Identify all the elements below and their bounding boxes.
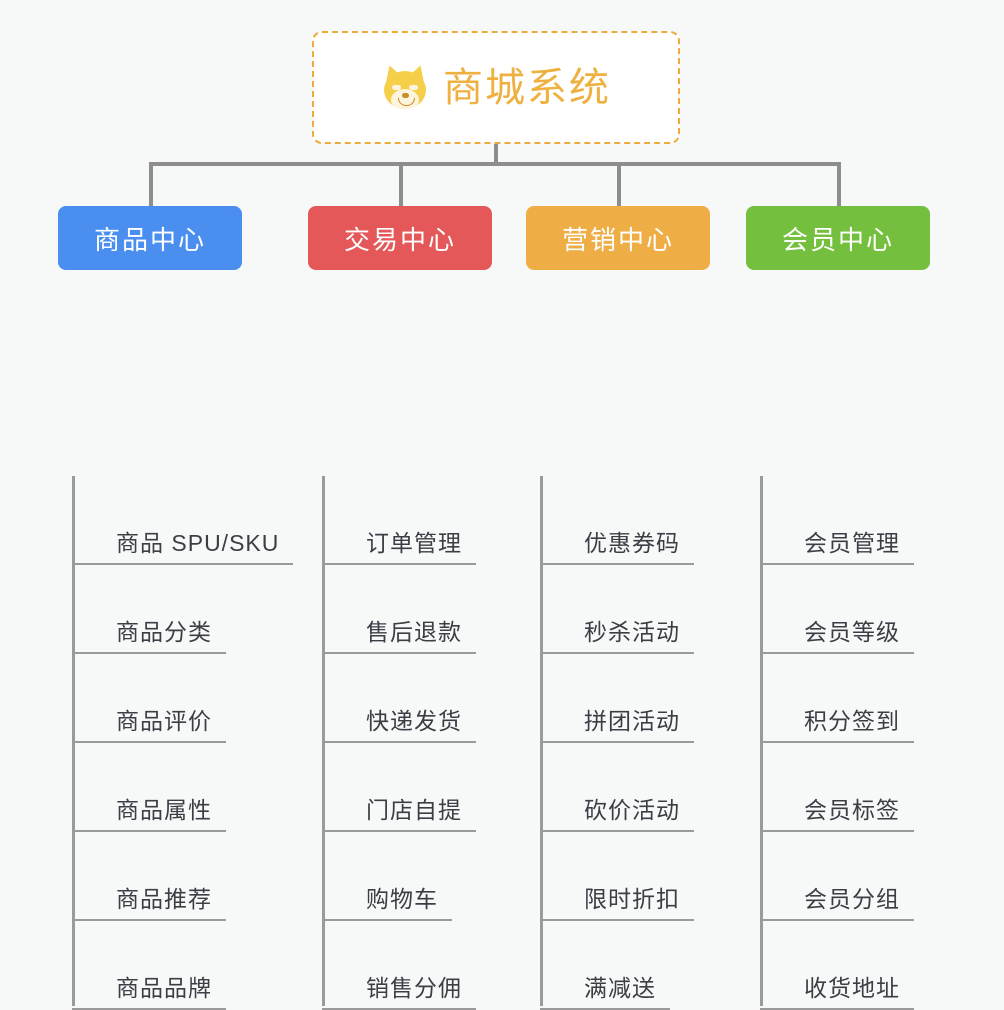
leaf-item[interactable]: 满减送 [540,921,760,1010]
category-header-trade-center[interactable]: 交易中心 [308,206,492,270]
category-header-marketing-center[interactable]: 营销中心 [526,206,710,270]
leaf-label: 商品推荐 [72,886,226,921]
branch-marketing-center: 营销中心 优惠券码 秒杀活动 拼团活动 砍价活动 限时折扣 满减送 [526,206,710,1010]
leaf-label: 满减送 [540,975,670,1010]
leaf-item[interactable]: 会员等级 [760,565,980,654]
leaf-item[interactable]: 售后退款 [322,565,542,654]
category-label: 会员中心 [781,224,894,255]
leaf-item[interactable]: 购物车 [322,832,542,921]
leaf-item[interactable]: 优惠券码 [540,476,760,565]
leaf-label: 商品分类 [72,619,226,654]
leaf-label: 商品属性 [72,797,226,832]
connector-root-stem [494,144,498,166]
category-label: 营销中心 [561,224,674,255]
leaf-item[interactable]: 商品品牌 [72,921,292,1010]
branch-member-center: 会员中心 会员管理 会员等级 积分签到 会员标签 会员分组 收货地址 [746,206,930,1010]
leaf-label: 限时折扣 [540,886,694,921]
leaf-label: 积分签到 [760,708,914,743]
connector-drop-trade-center [399,162,403,208]
category-header-member-center[interactable]: 会员中心 [746,206,930,270]
leaf-item[interactable]: 会员分组 [760,832,980,921]
leaf-label: 秒杀活动 [540,619,694,654]
leaf-list-marketing-center: 优惠券码 秒杀活动 拼团活动 砍价活动 限时折扣 满减送 [540,476,760,1010]
connector-drop-product-center [149,162,153,208]
mindmap-diagram: 商城系统 商品中心 商品 SPU/SKU 商品分类 商品评价 商品属性 商品推荐… [58,31,930,1010]
leaf-item[interactable]: 会员管理 [760,476,980,565]
leaf-item[interactable]: 快递发货 [322,654,542,743]
connector-drop-marketing-center [617,162,621,208]
leaf-label: 会员管理 [760,530,914,565]
leaf-item[interactable]: 商品 SPU/SKU [72,476,294,565]
leaf-item[interactable]: 商品分类 [72,565,292,654]
connector-drop-member-center [837,162,841,208]
leaf-item[interactable]: 秒杀活动 [540,565,760,654]
leaf-item[interactable]: 会员标签 [760,743,980,832]
leaf-label: 售后退款 [322,619,476,654]
leaf-label: 门店自提 [322,797,476,832]
leaf-item[interactable]: 门店自提 [322,743,542,832]
leaf-item[interactable]: 商品属性 [72,743,292,832]
category-label: 商品中心 [93,224,206,255]
leaf-item[interactable]: 拼团活动 [540,654,760,743]
leaf-label: 订单管理 [322,530,476,565]
leaf-item[interactable]: 销售分佣 [322,921,542,1010]
leaf-label: 收货地址 [760,975,914,1010]
leaf-label: 砍价活动 [540,797,694,832]
leaf-label: 会员等级 [760,619,914,654]
leaf-item[interactable]: 限时折扣 [540,832,760,921]
leaf-label: 快递发货 [322,708,476,743]
leaf-label: 会员标签 [760,797,914,832]
branch-product-center: 商品中心 商品 SPU/SKU 商品分类 商品评价 商品属性 商品推荐 商品品牌 [58,206,294,1010]
leaf-item[interactable]: 收货地址 [760,921,980,1010]
dog-face-icon [380,62,430,111]
leaf-label: 商品品牌 [72,975,226,1010]
leaf-label: 商品 SPU/SKU [72,530,294,565]
category-header-product-center[interactable]: 商品中心 [58,206,242,270]
leaf-label: 拼团活动 [540,708,694,743]
leaf-list-trade-center: 订单管理 售后退款 快递发货 门店自提 购物车 销售分佣 [322,476,542,1010]
branch-trade-center: 交易中心 订单管理 售后退款 快递发货 门店自提 购物车 销售分佣 [308,206,492,1010]
leaf-item[interactable]: 商品评价 [72,654,292,743]
leaf-label: 优惠券码 [540,530,694,565]
leaf-list-member-center: 会员管理 会员等级 积分签到 会员标签 会员分组 收货地址 [760,476,980,1010]
connector-horizontal-bus [149,162,837,166]
leaf-label: 会员分组 [760,886,914,921]
leaf-item[interactable]: 商品推荐 [72,832,292,921]
leaf-item[interactable]: 砍价活动 [540,743,760,832]
leaf-item[interactable]: 积分签到 [760,654,980,743]
leaf-label: 购物车 [322,886,452,921]
leaf-item[interactable]: 订单管理 [322,476,542,565]
category-label: 交易中心 [343,224,456,255]
leaf-list-product-center: 商品 SPU/SKU 商品分类 商品评价 商品属性 商品推荐 商品品牌 [72,476,294,1010]
root-node[interactable]: 商城系统 [312,31,680,144]
leaf-label: 销售分佣 [322,975,476,1010]
leaf-label: 商品评价 [72,708,226,743]
root-title: 商城系统 [443,65,611,110]
